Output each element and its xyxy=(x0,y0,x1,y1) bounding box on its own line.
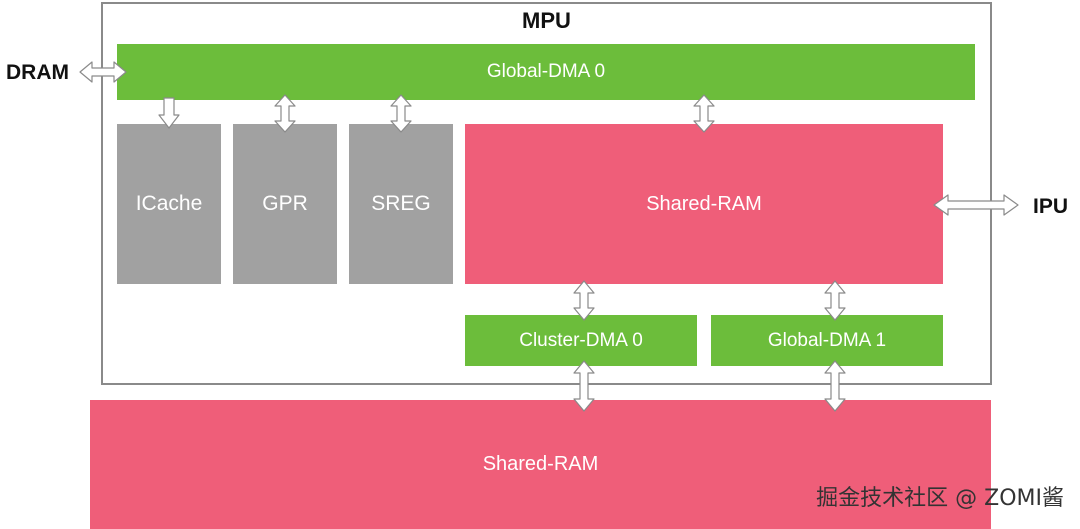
mpu-title: MPU xyxy=(522,8,571,33)
gpr-block: GPR xyxy=(233,124,337,284)
shared-ram-outer-label: Shared-RAM xyxy=(482,453,599,475)
shared-ram-outer-block: Shared-RAM xyxy=(90,400,991,529)
global-dma-0-block: Global-DMA 0 xyxy=(117,44,975,100)
global-dma-1-label: Global-DMA 1 xyxy=(767,329,887,351)
icache-label: ICache xyxy=(135,192,203,215)
global-dma-0-label: Global-DMA 0 xyxy=(486,61,606,82)
sreg-block: SREG xyxy=(349,124,453,284)
dram-label: DRAM xyxy=(6,61,69,84)
shared-ram-inner-label: Shared-RAM xyxy=(646,192,762,215)
cluster-dma-0-block: Cluster-DMA 0 xyxy=(465,315,697,366)
shared-ram-inner-block: Shared-RAM xyxy=(465,124,943,284)
sreg-label: SREG xyxy=(371,192,431,215)
icache-block: ICache xyxy=(117,124,221,284)
global-dma-1-block: Global-DMA 1 xyxy=(711,315,943,366)
gpr-label: GPR xyxy=(262,192,308,215)
cluster-dma-0-label: Cluster-DMA 0 xyxy=(519,329,643,351)
watermark-text: 掘金技术社区 @ ZOMI酱 xyxy=(816,486,1064,511)
ipu-label: IPU xyxy=(1033,195,1069,218)
